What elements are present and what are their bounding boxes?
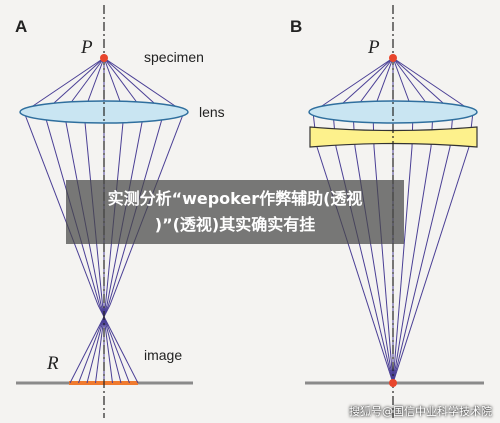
specimen-label: specimen [144,49,204,65]
ray-b-upper [312,57,394,113]
ray-b-lower [392,146,470,384]
overlay-line-1: 实测分析“wepoker作弊辅助(透视 [107,189,363,208]
overlay-banner: 实测分析“wepoker作弊辅助(透视 )”(透视)其实确实有挂 [66,180,404,244]
specimen-point-b [389,54,397,62]
ray-a-lower [69,304,111,384]
point-label-p-b: P [367,37,380,58]
point-label-r: R [46,353,59,374]
ray-b-lower [392,146,432,384]
watermark: 搜狐号@国信中业科学技术院 [349,405,492,418]
focus-point-b [389,379,397,387]
overlay-line-2: )”(透视)其实确实有挂 [154,215,316,234]
ray-b-lower [392,146,413,384]
image-label: image [144,347,182,363]
ray-a-middle [23,111,99,306]
panel-label-b: B [290,17,302,36]
ray-b-upper [392,57,474,113]
ray-b-lower [392,146,451,384]
specimen-point-a [100,54,108,62]
point-label-p-a: P [80,37,93,58]
lens-label: lens [199,104,225,120]
panel-label-a: A [15,17,27,36]
ray-a-upper [23,57,105,113]
ray-a-upper [103,57,185,113]
